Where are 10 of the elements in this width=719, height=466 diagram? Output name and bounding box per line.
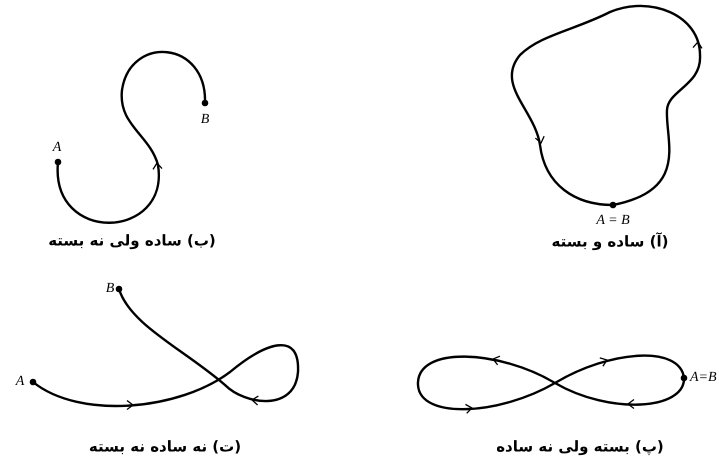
point-label: B — [106, 282, 114, 296]
point-label: B — [200, 113, 210, 127]
caption: (پ) بسته ولی نه ساده — [496, 440, 664, 454]
caption: (آ) ساده و بسته — [552, 234, 668, 250]
point-label: A — [52, 141, 62, 155]
caption: (ب) ساده ولی نه بسته — [48, 234, 216, 248]
point-label: A=B — [690, 371, 717, 385]
point-label: A = B — [596, 214, 630, 228]
point-label: A — [16, 375, 24, 389]
caption: (ت) نه ساده نه بسته — [88, 440, 242, 454]
